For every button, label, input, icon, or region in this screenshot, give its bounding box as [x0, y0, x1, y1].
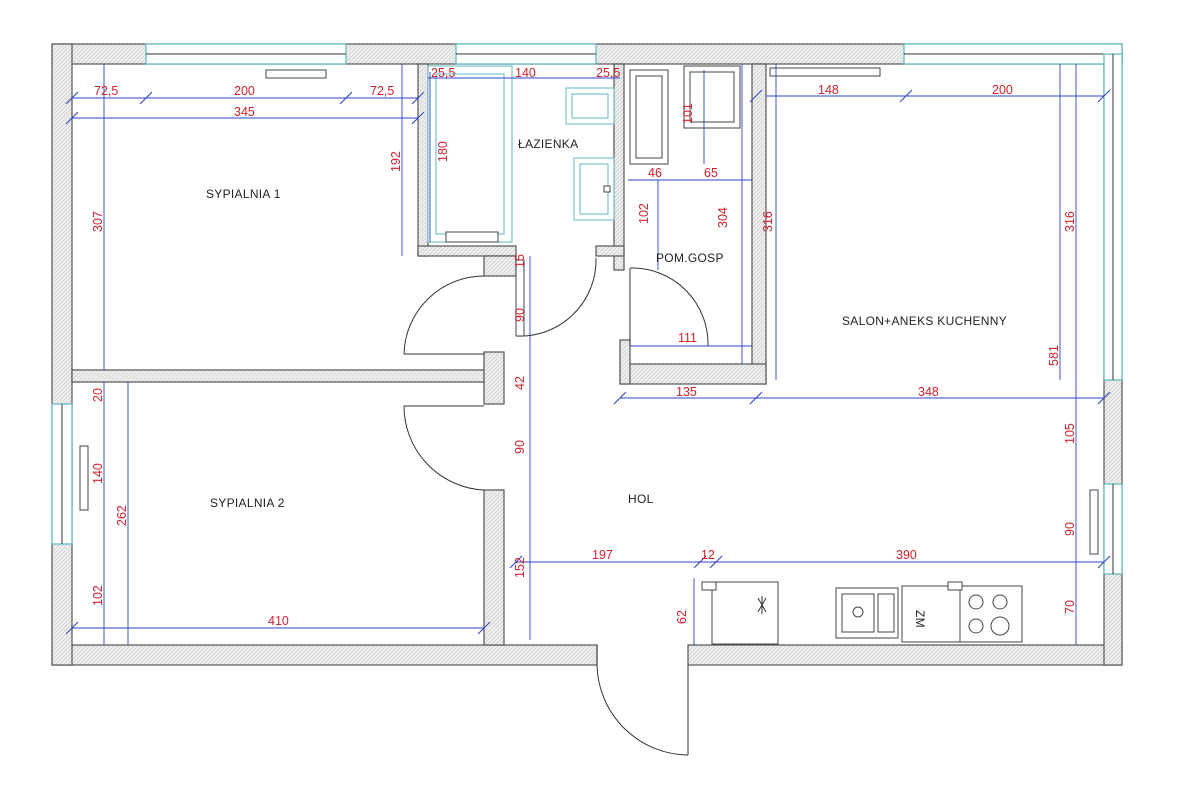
outer-walls: [51, 43, 1123, 666]
dimension-lines: [65, 64, 1111, 645]
room-utility: POM.GOSP: [656, 251, 724, 265]
door-utility: [629, 267, 709, 347]
door-bedroom1: [403, 275, 485, 355]
wall-bath-util: [613, 63, 625, 271]
wall-bottom-left: [51, 644, 598, 666]
wall-left: [51, 43, 73, 666]
dim-util-102: 102: [637, 203, 651, 224]
dim-util-46: 46: [648, 166, 662, 180]
dim-hall-62: 62: [675, 610, 689, 624]
radiator-bedroom1-icon: [265, 69, 327, 79]
wall-util-left-lower: [619, 339, 631, 385]
radiator-bedroom2-icon: [79, 445, 89, 511]
door-bathroom: [515, 257, 597, 337]
doors: [403, 257, 709, 756]
dim-hall-390: 390: [896, 548, 917, 562]
dim-b2-102: 102: [91, 585, 105, 606]
wall-bedrooms: [71, 369, 485, 383]
windows: [51, 43, 1123, 575]
dim-b1-width: 345: [234, 105, 255, 119]
radiator-living-right-icon: [1089, 489, 1099, 555]
room-bathroom: ŁAZIENKA: [518, 137, 578, 151]
dim-b1-height: 307: [91, 211, 105, 232]
dim-hall-135: 135: [676, 385, 697, 399]
room-hall: HOL: [628, 492, 654, 506]
dim-util-65: 65: [704, 166, 718, 180]
dim-wall-42: 42: [513, 376, 527, 390]
interior-walls: [71, 63, 767, 646]
dim-b2-20: 20: [91, 388, 105, 402]
room-labels: SYPIALNIA 1 SYPIALNIA 2 ŁAZIENKA POM.GOS…: [206, 137, 1007, 510]
dim-hall-12: 12: [701, 548, 715, 562]
dim-bath-left: 25,5: [431, 66, 455, 80]
dim-living-105: 105: [1063, 423, 1077, 444]
dim-util-111: 111: [678, 331, 697, 345]
dim-b2-262: 262: [115, 505, 129, 526]
wall-util-bottom: [619, 363, 767, 385]
dim-door-90b: 90: [513, 440, 527, 454]
dim-b1-left: 72,5: [94, 84, 118, 98]
dim-hall-197: 197: [592, 548, 613, 562]
wall-b2-right: [483, 489, 505, 646]
door-bedroom2: [403, 405, 485, 491]
cooktop-icon: [959, 585, 1023, 643]
radiator-living-icon: [769, 67, 881, 77]
wall-hall-stub: [483, 255, 517, 277]
dim-door-15: 15: [513, 254, 527, 268]
fixtures: ZM: [79, 65, 1099, 645]
fridge-label: ZM: [913, 610, 927, 628]
wall-bottom-right: [687, 644, 1123, 666]
dim-living-70: 70: [1063, 600, 1077, 614]
wall-bath-bottom-left: [417, 245, 517, 257]
dim-util-304: 304: [716, 207, 730, 228]
room-living: SALON+ANEKS KUCHENNY: [842, 314, 1007, 328]
kitchen-cabinet-icon: [711, 581, 779, 645]
dim-bath-tub: 180: [436, 141, 450, 162]
dim-b2-410: 410: [268, 614, 289, 628]
dimension-labels: 72,5 200 72,5 345 25,5 140 25,5 46 65 11…: [91, 66, 1077, 628]
wall-b1-lower: [483, 351, 505, 405]
dim-b1-mid: 200: [234, 84, 255, 98]
dim-living-90: 90: [1063, 522, 1077, 536]
dim-living-316a: 316: [761, 211, 775, 232]
dim-hall-348: 348: [918, 385, 939, 399]
dim-b1-right: 72,5: [370, 84, 394, 98]
dim-living-581: 581: [1047, 345, 1061, 366]
room-bedroom2: SYPIALNIA 2: [210, 496, 285, 510]
dim-living-148: 148: [818, 83, 839, 97]
dim-bath-mid: 140: [515, 66, 536, 80]
room-bedroom1: SYPIALNIA 1: [206, 187, 281, 201]
dim-b1-window-wall: 192: [389, 151, 403, 172]
fridge-icon: [901, 585, 961, 643]
dim-door-90a: 90: [513, 308, 527, 322]
wall-bath-bottom-right: [595, 245, 625, 257]
dim-living-316b: 316: [1063, 211, 1077, 232]
dim-bath-right: 25,5: [596, 66, 620, 80]
dim-hall-152: 152: [513, 557, 527, 578]
dim-bath-101: 101: [681, 103, 695, 124]
dim-b2-140: 140: [91, 463, 105, 484]
door-entrance: [596, 664, 689, 756]
dim-living-200: 200: [992, 83, 1013, 97]
